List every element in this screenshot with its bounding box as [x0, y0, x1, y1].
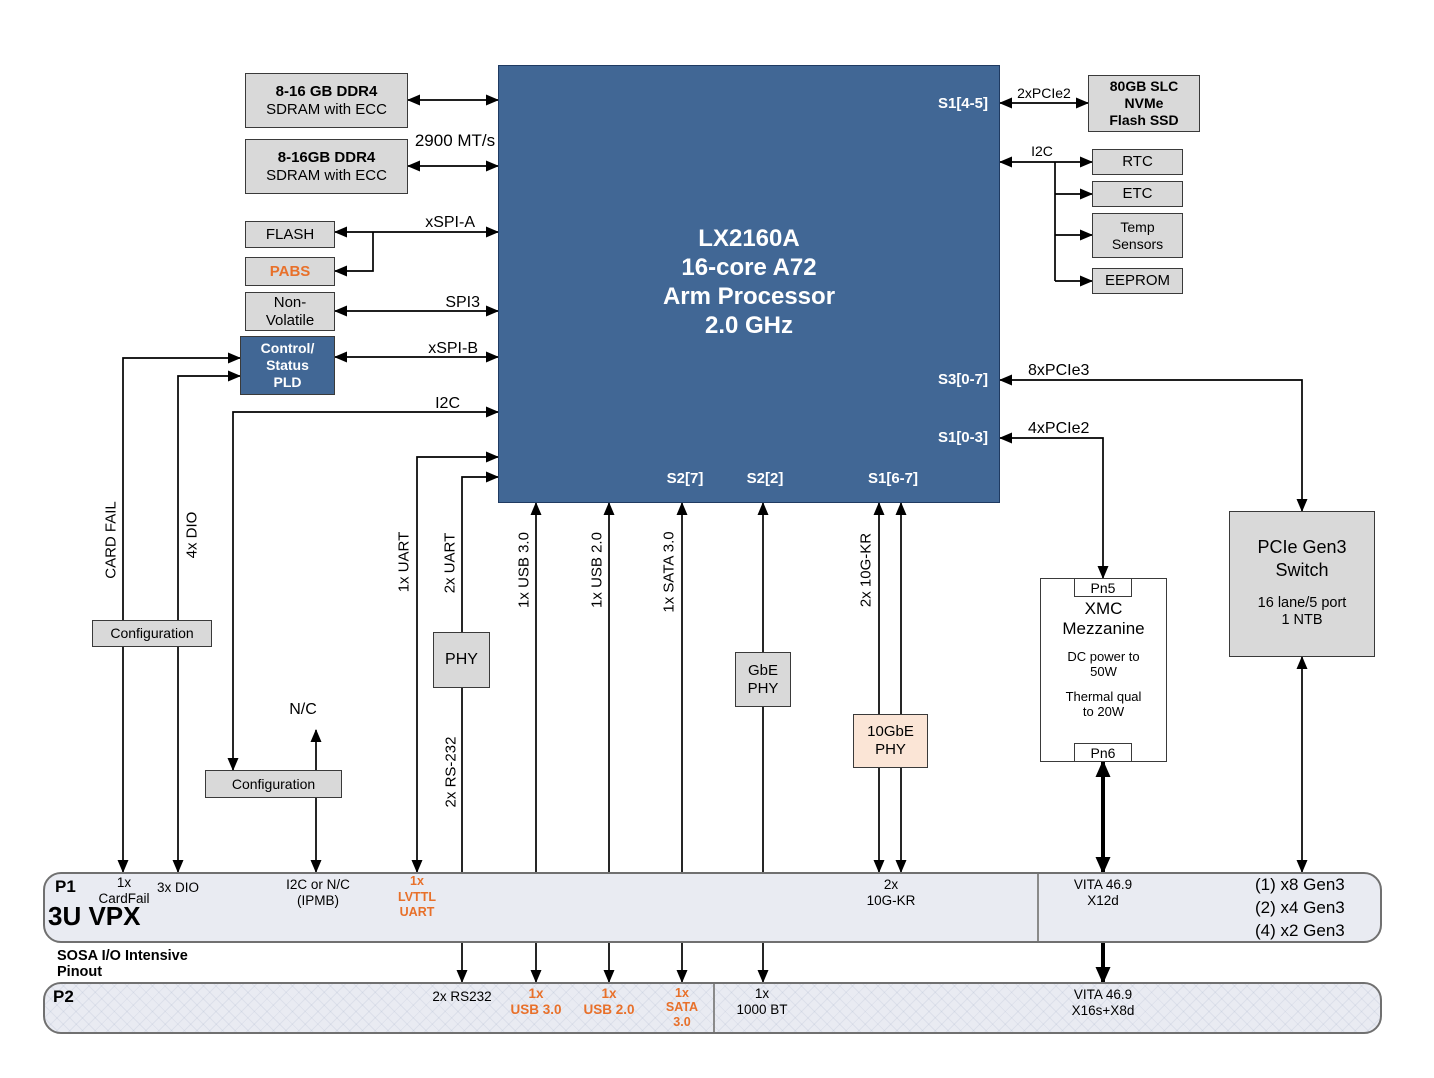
gbe-phy-box: GbE PHY — [735, 652, 791, 707]
uart-phy-box: PHY — [433, 632, 490, 688]
p2-usb2-label: 1x USB 2.0 — [583, 986, 635, 1018]
xmc-thermal: Thermal qual to 20W — [1065, 688, 1142, 719]
1x-sata-vlabel: 1x SATA 3.0 — [660, 531, 678, 613]
xmc-mezzanine-box: XMC Mezzanine DC power to 50W Thermal qu… — [1040, 578, 1167, 762]
xmc-pn5-connector: Pn5 — [1074, 578, 1132, 597]
xmc-power: DC power to 50W — [1067, 649, 1140, 680]
pabs-label: PABS — [269, 262, 311, 280]
p2-1000bt-label: 1x 1000 BT — [736, 986, 788, 1018]
2x-rs232-vlabel: 2x RS-232 — [442, 736, 460, 808]
configuration-box-1: Configuration — [92, 620, 212, 647]
10gbe-phy-box: 10GbE PHY — [853, 714, 928, 768]
line-xspi-a-pabs — [334, 232, 374, 277]
ddr4-bank2-sub: SDRAM with ECC — [266, 166, 387, 184]
line-8xpcie3 — [999, 374, 1308, 512]
line-uart1 — [411, 451, 499, 873]
card-fail-vlabel: CARD FAIL — [102, 501, 120, 579]
line-uart2-rs232 — [456, 471, 499, 983]
4xpcie2-label: 4xPCIe2 — [1028, 420, 1090, 437]
p2-divider — [713, 984, 715, 1032]
pcie-switch-title: PCIe Gen3 Switch — [1257, 537, 1347, 580]
p1-divider — [1037, 874, 1039, 941]
cpu-port-s1-67: S1[6-7] — [867, 470, 919, 487]
sosa-pinout-note: SOSA I/O Intensive Pinout — [57, 948, 188, 980]
p2-label: P2 — [53, 987, 74, 1006]
p1-cardfail-label: 1x CardFail — [98, 875, 150, 907]
p1-10gkr-label: 2x 10G-KR — [866, 877, 916, 909]
cpu-port-s2-2: S2[2] — [746, 470, 784, 487]
pcie-switch-box: PCIe Gen3 Switch 16 lane/5 port 1 NTB — [1229, 511, 1375, 657]
i2c-left-label: I2C — [435, 395, 460, 412]
1x-uart-vlabel: 1x UART — [395, 531, 413, 593]
line-card-fail — [117, 352, 241, 873]
ddr4-bank2-title: 8-16GB DDR4 — [277, 148, 376, 166]
1x-usb2-vlabel: 1x USB 2.0 — [588, 532, 606, 608]
pcie-switch-sub: 16 lane/5 port 1 NTB — [1257, 595, 1347, 629]
i2c-right-label: I2C — [1031, 143, 1053, 159]
cpu-block: LX2160A 16-core A72 Arm Processor 2.0 GH… — [498, 65, 1000, 503]
p2-usb3-label: 1x USB 3.0 — [510, 986, 562, 1018]
configuration-box-2: Configuration — [205, 770, 342, 798]
8xpcie3-label: 8xPCIe3 — [1028, 362, 1090, 379]
cpu-port-s3-07: S3[0-7] — [937, 371, 988, 388]
etc-box: ETC — [1092, 181, 1183, 207]
ddr-speed-label: 2900 MT/s — [414, 131, 496, 150]
1x-usb3-vlabel: 1x USB 3.0 — [515, 532, 533, 608]
flash-box: FLASH — [245, 221, 335, 248]
cpu-title: LX2160A 16-core A72 Arm Processor 2.0 GH… — [662, 225, 836, 339]
cpu-port-s2-7: S2[7] — [666, 470, 704, 487]
p2-sata-label: 1x SATA 3.0 — [665, 986, 699, 1029]
4x-dio-vlabel: 4x DIO — [183, 511, 201, 559]
p1-vita-label: VITA 46.9 X12d — [1073, 877, 1133, 909]
p1-gen3-label: (1) x8 Gen3 (2) x4 Gen3 (4) x2 Gen3 — [1255, 875, 1345, 940]
p2-connector-bar — [43, 982, 1382, 1034]
xspi-b-label: xSPI-B — [428, 340, 478, 357]
xmc-pn6-connector: Pn6 — [1074, 743, 1132, 762]
eeprom-box: EEPROM — [1092, 268, 1183, 294]
p2-vita-label: VITA 46.9 X16s+X8d — [1071, 987, 1135, 1019]
p1-label: P1 — [55, 877, 76, 896]
p1-lvttl-uart-label: 1x LVTTL UART — [398, 874, 436, 920]
line-dio — [172, 370, 241, 873]
ddr4-bank2-box: 8-16GB DDR4 SDRAM with ECC — [245, 139, 408, 194]
p1-connector-bar — [43, 872, 1382, 943]
2x-10gkr-vlabel: 2x 10G-KR — [857, 532, 875, 608]
xspi-a-label: xSPI-A — [425, 214, 475, 231]
p1-form-factor: 3U VPX — [48, 901, 141, 931]
xmc-title: XMC Mezzanine — [1062, 599, 1145, 638]
2xpcie2-label: 2xPCIe2 — [1017, 85, 1071, 101]
rtc-box: RTC — [1092, 149, 1183, 175]
ddr4-bank1-title: 8-16 GB DDR4 — [275, 82, 378, 100]
p1-ipmb-label: I2C or N/C (IPMB) — [286, 877, 350, 909]
temp-sensors-box: Temp Sensors — [1092, 213, 1183, 258]
line-4xpcie2 — [999, 432, 1109, 579]
pabs-box: PABS — [245, 257, 335, 286]
ddr4-bank1-sub: SDRAM with ECC — [266, 100, 387, 118]
2x-uart-vlabel: 2x UART — [441, 532, 459, 594]
ddr4-bank1-box: 8-16 GB DDR4 SDRAM with ECC — [245, 73, 408, 128]
spi3-label: SPI3 — [445, 294, 480, 311]
non-volatile-box: Non- Volatile — [245, 292, 335, 331]
p2-rs232-label: 2x RS232 — [432, 989, 492, 1004]
nc-label: N/C — [289, 701, 317, 718]
control-status-pld-box: Control/ Status PLD — [240, 336, 335, 395]
nvme-ssd-box: 80GB SLC NVMe Flash SSD — [1088, 75, 1200, 132]
p1-dio-label: 3x DIO — [156, 880, 199, 895]
cpu-port-s1-45: S1[4-5] — [937, 95, 988, 112]
cpu-port-s1-03: S1[0-3] — [937, 429, 988, 446]
